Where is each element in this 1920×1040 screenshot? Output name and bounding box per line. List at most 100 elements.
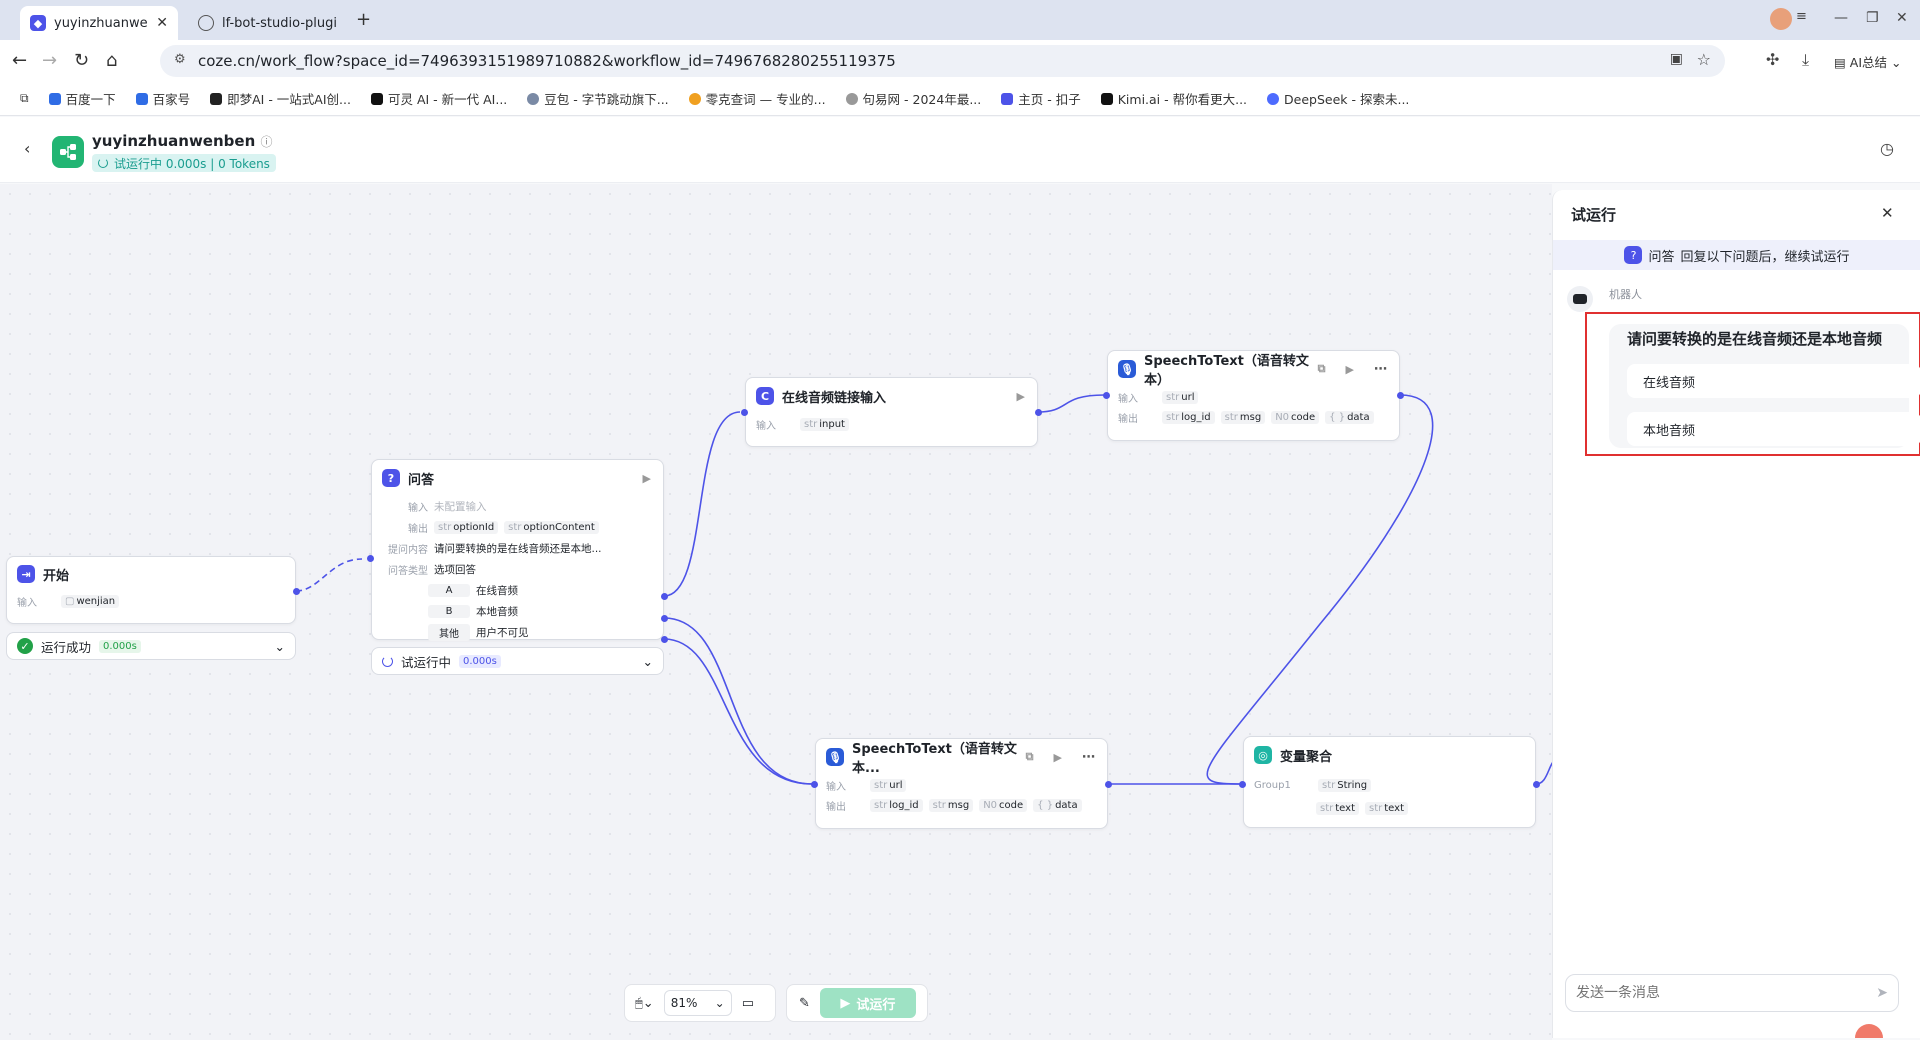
port-qa-a[interactable] <box>661 593 668 600</box>
highlight-box: 请问要转换的是在线音频还是本地音频 在线音频 本地音频 <box>1585 312 1920 456</box>
close-icon[interactable]: ✕ <box>156 15 168 31</box>
bookmark-item[interactable]: DeepSeek - 探索未... <box>1267 89 1409 108</box>
debug-icon[interactable]: ✎ <box>799 995 810 1011</box>
port-stt-bottom-in[interactable] <box>811 781 818 788</box>
copy-icon[interactable]: ⧉ <box>1025 750 1034 763</box>
download-icon[interactable]: ⤓ <box>1802 50 1810 69</box>
port-stt-bottom-out[interactable] <box>1105 781 1112 788</box>
port-agg-out[interactable] <box>1533 781 1540 788</box>
coze-favicon-icon: ◆ <box>30 15 46 31</box>
tab-plugin[interactable]: lf-bot-studio-plugin- <box>188 6 348 40</box>
bookmark-item[interactable]: 豆包 - 字节跳动旗下... <box>527 89 669 108</box>
workflow-canvas[interactable]: ⇥开始 输入▢wenjian ✓ 运行成功 0.000s ⌄ ?问答▶ 输入未配… <box>0 184 1552 1040</box>
bookmark-item[interactable]: 百度一下 <box>48 89 116 108</box>
back-icon[interactable]: ← <box>12 50 28 71</box>
file-icon: ▢ <box>65 595 75 607</box>
close-icon[interactable]: ✕ <box>1881 204 1894 222</box>
mouse-mode-icon[interactable]: 🖱⌄ <box>635 995 654 1011</box>
test-run-button[interactable]: ▶试运行 <box>819 988 916 1018</box>
more-icon[interactable]: ⋯ <box>1082 749 1095 765</box>
port-online-out[interactable] <box>1035 409 1042 416</box>
reader-icon[interactable]: ▣ <box>1669 51 1683 67</box>
bookmark-item[interactable]: 句易网 - 2024年最... <box>845 89 981 108</box>
copy-icon[interactable]: ⧉ <box>1317 362 1326 375</box>
option-local-audio[interactable]: 本地音频 <box>1627 412 1920 446</box>
bookmark-item[interactable]: 主页 - 扣子 <box>1001 89 1081 108</box>
restore-icon[interactable]: ❐ <box>1866 10 1879 26</box>
chevron-down-icon[interactable]: ⌄ <box>274 638 285 654</box>
question-icon: ? <box>1624 246 1643 264</box>
question-text: 请问要转换的是在线音频还是本地音频 <box>1627 330 1883 348</box>
port-online-in[interactable] <box>741 409 748 416</box>
forward-icon[interactable]: → <box>42 50 58 71</box>
bookmark-item[interactable]: 零克查词 — 专业的... <box>688 89 826 108</box>
edge-stt-top-agg <box>1206 394 1434 785</box>
bot-avatar <box>1567 286 1593 312</box>
port-agg-in[interactable] <box>1239 781 1246 788</box>
info-icon[interactable]: ⓘ <box>260 135 273 149</box>
avatar[interactable] <box>1770 8 1792 30</box>
bookmark-item[interactable]: 即梦AI - 一站式AI创... <box>210 89 351 108</box>
history-icon[interactable]: ◷ <box>1880 139 1894 158</box>
port-qa-other[interactable] <box>661 636 668 643</box>
play-icon[interactable]: ▶ <box>1016 389 1025 403</box>
jimeng-icon <box>210 92 223 105</box>
loading-icon <box>382 655 393 667</box>
assistant-float-icon[interactable] <box>1855 1024 1883 1038</box>
play-icon[interactable]: ▶ <box>1345 362 1354 376</box>
run-status-badge: 试运行中 0.000s | 0 Tokens <box>92 154 276 172</box>
bookmark-item[interactable]: 可灵 AI - 新一代 AI... <box>370 89 507 108</box>
ai-summary-button[interactable]: ▤ AI总结 ⌄ <box>1834 55 1902 70</box>
port-stt-top-in[interactable] <box>1103 392 1110 399</box>
play-icon[interactable]: ▶ <box>1053 750 1062 764</box>
edge-qa-other-stt-bottom <box>663 638 813 785</box>
more-icon[interactable]: ⋯ <box>1374 361 1387 377</box>
workflow-header: ‹ yuyinzhuanwenben ⓘ 试运行中 0.000s | 0 Tok… <box>0 117 1920 183</box>
message-input[interactable] <box>1576 985 1877 1001</box>
edge-qa-b-stt-bottom <box>663 617 813 785</box>
tab-groups-icon[interactable]: ⧉ <box>20 91 29 105</box>
baidu-icon <box>48 92 61 105</box>
code-icon: C <box>756 387 774 405</box>
port-qa-b[interactable] <box>661 615 668 622</box>
port-qa-in[interactable] <box>367 555 374 562</box>
bookmarks-bar: ⧉ 百度一下 百家号 即梦AI - 一站式AI创... 可灵 AI - 新一代 … <box>0 82 1920 116</box>
reload-icon[interactable]: ↻ <box>74 50 90 71</box>
baijiahao-icon <box>135 92 148 105</box>
menu-icon[interactable]: ≡ <box>1796 9 1807 24</box>
chevron-down-icon: ⌄ <box>714 996 725 1010</box>
extensions-icon[interactable]: ✣ <box>1766 50 1780 69</box>
home-icon[interactable]: ⌂ <box>106 50 118 71</box>
play-icon[interactable]: ▶ <box>642 471 651 485</box>
port-start-out[interactable] <box>293 588 300 595</box>
deepseek-icon <box>1267 92 1280 105</box>
new-tab-icon[interactable]: + <box>356 9 372 30</box>
minimize-icon[interactable]: — <box>1834 10 1848 26</box>
edge-agg-out <box>1535 762 1552 785</box>
minimap-icon[interactable]: ▭ <box>741 995 754 1011</box>
node-start[interactable]: ⇥开始 输入▢wenjian <box>6 556 296 624</box>
send-icon[interactable]: ➤ <box>1876 985 1888 1001</box>
port-stt-top-out[interactable] <box>1397 392 1404 399</box>
bookmark-item[interactable]: Kimi.ai - 帮你看更大... <box>1100 89 1247 108</box>
star-icon[interactable]: ☆ <box>1696 50 1711 69</box>
chevron-down-icon[interactable]: ⌄ <box>642 653 653 669</box>
back-chevron-icon[interactable]: ‹ <box>24 139 31 158</box>
message-input-box: ➤ <box>1565 974 1899 1012</box>
start-run-status[interactable]: ✓ 运行成功 0.000s ⌄ <box>6 632 296 660</box>
site-settings-icon[interactable]: ⚙ <box>174 52 186 67</box>
window-close-icon[interactable]: ✕ <box>1896 10 1908 26</box>
aggregate-icon: ◎ <box>1254 746 1272 764</box>
bookmark-item[interactable]: 百家号 <box>135 89 190 108</box>
url-field[interactable]: ⚙ coze.cn/work_flow?space_id=74963931519… <box>160 45 1725 77</box>
play-icon: ▶ <box>840 995 851 1011</box>
zoom-select[interactable]: 81%⌄ <box>663 990 732 1016</box>
qa-run-status[interactable]: 试运行中 0.000s ⌄ <box>371 647 664 675</box>
option-online-audio[interactable]: 在线音频 <box>1627 364 1920 398</box>
tab-workflow[interactable]: ◆ yuyinzhuanwenben ✕ <box>20 6 178 40</box>
